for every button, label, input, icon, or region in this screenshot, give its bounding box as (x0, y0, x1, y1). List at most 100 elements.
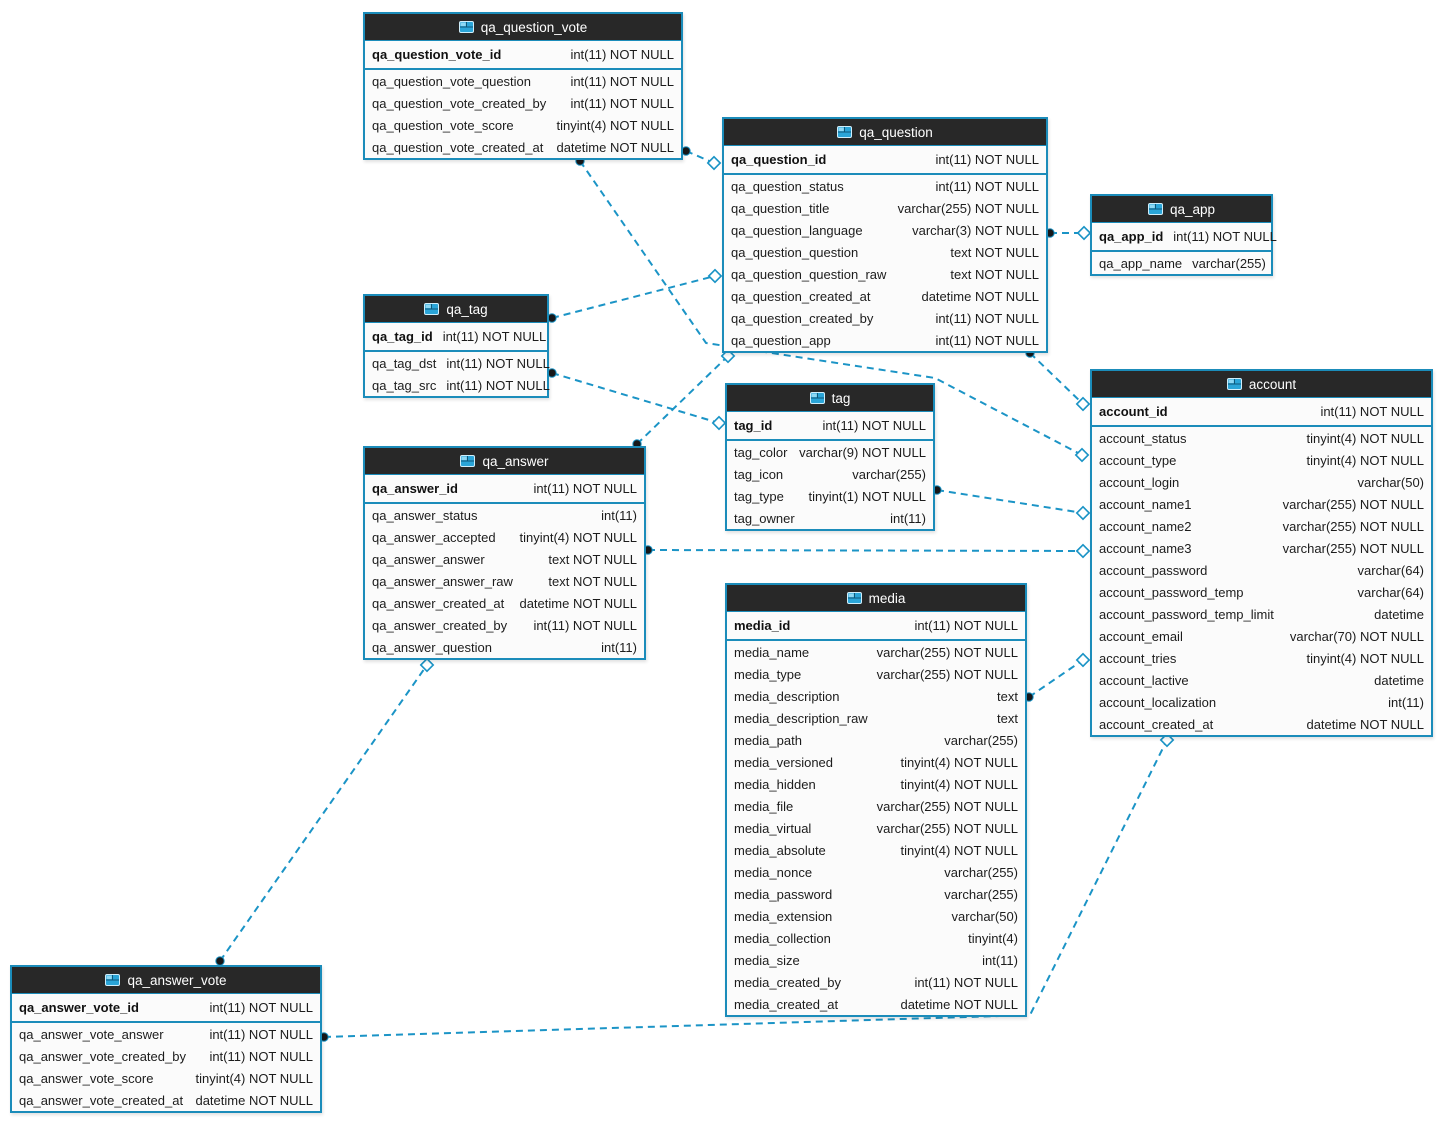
table-header[interactable]: qa_tag (365, 296, 547, 323)
relationship-qa_question-qa_app[interactable] (1045, 225, 1092, 241)
table-header[interactable]: qa_question_vote (365, 14, 681, 41)
column-type: int(11) NOT NULL (533, 481, 637, 496)
relationship-qa_answer_vote-qa_answer[interactable] (215, 657, 435, 966)
relationship-qa_tag-qa_question[interactable] (547, 268, 723, 323)
relationship-qa_question_vote-qa_question[interactable] (681, 146, 722, 171)
table-header[interactable]: qa_app (1092, 196, 1271, 223)
table-header[interactable]: qa_question (724, 119, 1046, 146)
relationship-qa_answer-qa_question[interactable] (632, 348, 736, 449)
relationship-tag-account[interactable] (932, 485, 1091, 521)
table-header[interactable]: tag (727, 385, 933, 412)
relationship-qa_answer-account[interactable] (643, 543, 1091, 559)
table-header[interactable]: media (727, 585, 1025, 612)
relationship-qa_tag-tag[interactable] (547, 368, 727, 431)
relationship-qa_question-account[interactable] (1025, 348, 1091, 412)
table-header[interactable]: account (1092, 371, 1431, 398)
relationship-qa_question_vote-account[interactable] (575, 156, 1090, 463)
table-header[interactable]: qa_answer_vote (12, 967, 320, 994)
table-header[interactable]: qa_answer (365, 448, 644, 475)
relationship-media-account[interactable] (1024, 652, 1091, 702)
